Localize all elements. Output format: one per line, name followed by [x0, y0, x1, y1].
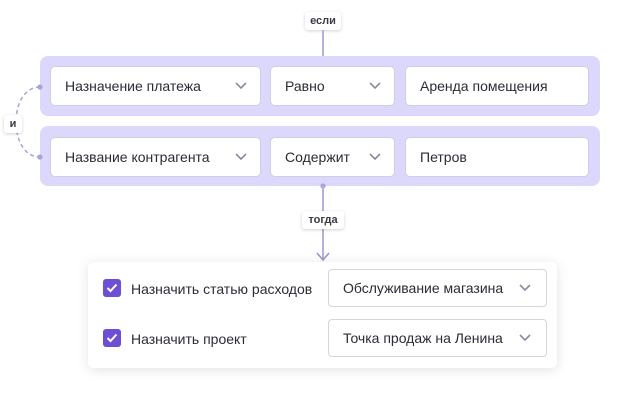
- chevron-down-icon: [368, 150, 382, 164]
- condition-1-value-input[interactable]: Аренда помещения: [406, 67, 588, 105]
- chevron-down-icon: [518, 331, 532, 345]
- condition-2-field-select[interactable]: Название контрагента: [51, 138, 260, 176]
- condition-2-value-text: Петров: [420, 149, 467, 165]
- if-label: если: [310, 15, 336, 27]
- action-2-checkbox[interactable]: [103, 329, 121, 347]
- condition-1-field-value: Назначение платежа: [65, 78, 201, 94]
- condition-1-field-select[interactable]: Назначение платежа: [51, 67, 260, 105]
- condition-2-operator-value: Содержит: [285, 149, 350, 165]
- condition-1-operator-value: Равно: [285, 78, 325, 94]
- and-badge: и: [4, 115, 22, 133]
- actions-card: Назначить статью расходов Обслуживание м…: [88, 262, 557, 368]
- checkmark-icon: [106, 333, 118, 343]
- chevron-down-icon: [234, 150, 248, 164]
- and-connector: [15, 84, 43, 160]
- condition-1-value-text: Аренда помещения: [420, 78, 548, 94]
- then-label: тогда: [308, 214, 338, 226]
- condition-2-field-value: Название контрагента: [65, 149, 210, 165]
- chevron-down-icon: [518, 281, 532, 295]
- if-connector: [322, 30, 324, 56]
- if-badge: если: [305, 12, 341, 30]
- action-1-value: Обслуживание магазина: [343, 280, 504, 296]
- action-1-select[interactable]: Обслуживание магазина: [328, 269, 547, 307]
- then-badge: тогда: [302, 211, 344, 229]
- condition-2-operator-select[interactable]: Содержит: [271, 138, 394, 176]
- chevron-down-icon: [368, 79, 382, 93]
- condition-2-value-input[interactable]: Петров: [406, 138, 588, 176]
- chevron-down-icon: [234, 79, 248, 93]
- action-2-label: Назначить проект: [131, 331, 247, 347]
- checkmark-icon: [106, 283, 118, 293]
- and-label: и: [9, 118, 17, 130]
- action-2-select[interactable]: Точка продаж на Ленина: [328, 319, 547, 357]
- condition-1-operator-select[interactable]: Равно: [271, 67, 394, 105]
- action-2-value: Точка продаж на Ленина: [343, 330, 503, 346]
- action-1-label: Назначить статью расходов: [131, 281, 313, 297]
- action-1-checkbox[interactable]: [103, 279, 121, 297]
